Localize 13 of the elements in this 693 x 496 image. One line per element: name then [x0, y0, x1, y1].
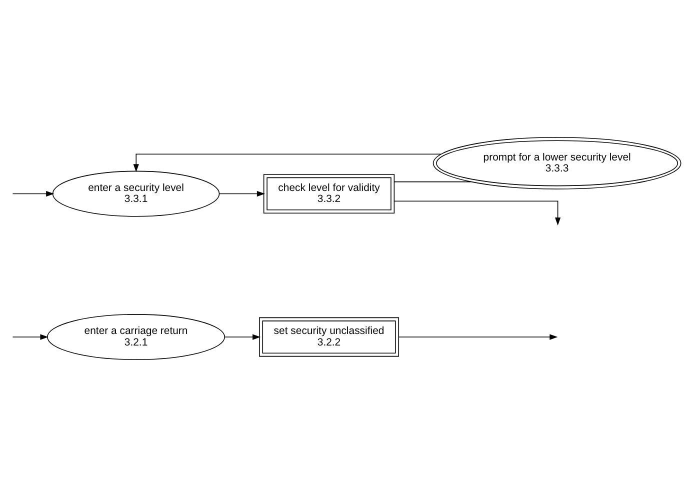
- arrow: [133, 153, 442, 172]
- node-ellipse: prompt for a lower security level 3.3.3: [432, 136, 682, 189]
- node-ellipse: enter a carriage return 3.2.1: [47, 314, 226, 360]
- arrow: [12, 334, 48, 340]
- arrow: [218, 190, 265, 196]
- arrow: [394, 200, 561, 225]
- node-box: check level for validity 3.3.2: [263, 174, 395, 213]
- arrow: [12, 190, 54, 196]
- arrow: [224, 334, 261, 340]
- arrow: [398, 334, 558, 340]
- node-ellipse: enter a security level 3.3.1: [52, 170, 220, 216]
- node-box: set security unclassified 3.2.2: [259, 316, 400, 356]
- connector: [394, 180, 472, 182]
